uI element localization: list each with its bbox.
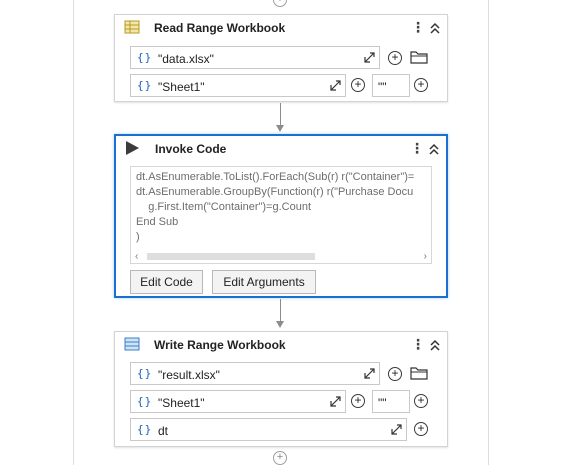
expand-editor-icon[interactable]	[330, 396, 341, 407]
invoke-code-header[interactable]: Invoke Code ⋮	[116, 136, 446, 162]
plus-circle-icon[interactable]: +	[388, 367, 402, 381]
code-line: dt.AsEnumerable.ToList().ForEach(Sub(r) …	[136, 171, 415, 183]
write-range-datatable-field[interactable]: {} dt	[130, 418, 407, 441]
invoke-code-menu-icon[interactable]: ⋮	[410, 140, 424, 156]
expression-brace-icon: {}	[137, 423, 153, 436]
sequence-border-right	[488, 0, 489, 465]
workbook-path-value: "result.xlsx"	[158, 368, 220, 382]
read-range-workbook-path-field[interactable]: {} "data.xlsx"	[130, 46, 380, 69]
play-icon	[126, 141, 139, 155]
expand-editor-icon[interactable]	[330, 80, 341, 91]
read-range-range-field[interactable]: ""	[372, 74, 410, 97]
read-range-workbook-activity[interactable]: Read Range Workbook ⋮ {} "data.xlsx" + {…	[114, 14, 448, 102]
expand-editor-icon[interactable]	[364, 368, 375, 379]
excel-read-icon	[124, 20, 140, 34]
datatable-value: dt	[158, 424, 169, 438]
sheet-name-value: "Sheet1"	[158, 80, 205, 94]
excel-write-icon	[124, 337, 140, 351]
range-value: ""	[378, 396, 387, 410]
code-line: End Sub	[136, 216, 179, 228]
scroll-left-arrow-icon[interactable]: ‹	[135, 251, 139, 262]
read-range-header[interactable]: Read Range Workbook ⋮	[115, 15, 447, 41]
plus-circle-icon[interactable]: +	[414, 394, 428, 408]
range-value: ""	[378, 80, 387, 94]
expression-brace-icon: {}	[137, 395, 153, 408]
edit-code-button[interactable]: Edit Code	[130, 270, 203, 294]
horizontal-scrollbar-thumb[interactable]	[147, 253, 315, 260]
expand-editor-icon[interactable]	[391, 424, 402, 435]
connector-arrow-icon	[276, 321, 284, 328]
folder-icon[interactable]	[410, 50, 428, 64]
collapse-chevron-icon[interactable]	[429, 21, 441, 35]
connector-line	[280, 299, 281, 321]
write-range-range-field[interactable]: ""	[372, 390, 410, 413]
expression-brace-icon: {}	[137, 79, 153, 92]
write-range-header[interactable]: Write Range Workbook ⋮	[115, 332, 447, 358]
write-range-workbook-path-field[interactable]: {} "result.xlsx"	[130, 362, 380, 385]
expand-editor-icon[interactable]	[364, 52, 375, 63]
add-activity-top-button[interactable]: +	[273, 0, 287, 7]
plus-circle-icon[interactable]: +	[414, 422, 428, 436]
write-range-workbook-activity[interactable]: Write Range Workbook ⋮ {} "result.xlsx" …	[114, 331, 448, 447]
expression-brace-icon: {}	[137, 367, 153, 380]
collapse-chevron-icon[interactable]	[428, 142, 440, 156]
add-activity-bottom-button[interactable]: +	[273, 451, 287, 465]
invoke-code-title: Invoke Code	[155, 142, 227, 156]
write-range-menu-icon[interactable]: ⋮	[411, 336, 425, 352]
collapse-chevron-icon[interactable]	[429, 338, 441, 352]
read-range-menu-icon[interactable]: ⋮	[411, 19, 425, 35]
plus-circle-icon[interactable]: +	[351, 394, 365, 408]
plus-circle-icon[interactable]: +	[414, 78, 428, 92]
workbook-path-value: "data.xlsx"	[158, 52, 214, 66]
sheet-name-value: "Sheet1"	[158, 396, 205, 410]
plus-circle-icon[interactable]: +	[388, 51, 402, 65]
expression-brace-icon: {}	[137, 51, 153, 64]
read-range-title: Read Range Workbook	[154, 21, 286, 35]
write-range-sheet-field[interactable]: {} "Sheet1"	[130, 390, 346, 413]
sequence-border-left	[73, 0, 74, 465]
connector-line	[280, 103, 281, 125]
edit-arguments-button[interactable]: Edit Arguments	[212, 270, 316, 294]
code-line: g.First.Item("Container")=g.Count	[136, 201, 312, 213]
connector-arrow-icon	[276, 125, 284, 132]
code-line: dt.AsEnumerable.GroupBy(Function(r) r("P…	[136, 186, 414, 198]
invoke-code-activity[interactable]: Invoke Code ⋮ dt.AsEnumerable.ToList().F…	[114, 134, 448, 298]
read-range-sheet-field[interactable]: {} "Sheet1"	[130, 74, 346, 97]
folder-icon[interactable]	[410, 366, 428, 380]
code-line: )	[136, 231, 140, 243]
scroll-right-arrow-icon[interactable]: ›	[423, 251, 427, 262]
plus-circle-icon[interactable]: +	[351, 78, 365, 92]
code-preview[interactable]: dt.AsEnumerable.ToList().ForEach(Sub(r) …	[130, 166, 432, 264]
write-range-title: Write Range Workbook	[154, 338, 286, 352]
